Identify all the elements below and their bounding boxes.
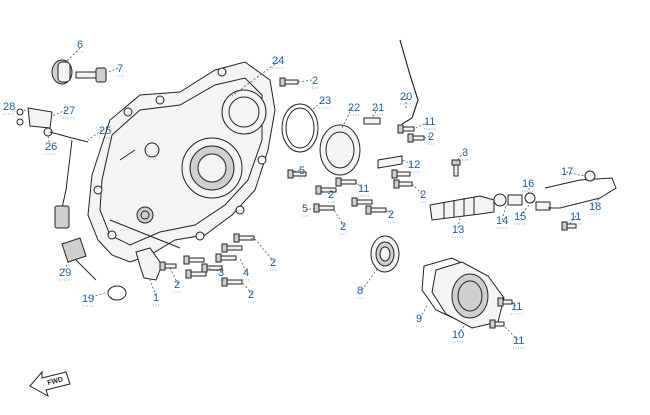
bolt [221,243,243,253]
callout-29[interactable]: 29 [59,267,71,279]
part-grommet [51,59,73,85]
callout-5[interactable]: 5 [299,165,305,177]
bolt [489,319,505,329]
bolt [185,269,207,279]
part-bearing [370,235,400,273]
bolt [497,297,513,307]
callout-23[interactable]: 23 [319,95,331,107]
callout-25[interactable]: 25 [99,125,111,137]
bolt [365,205,387,215]
part-sensor-bracket [16,107,89,229]
callout-4[interactable]: 4 [243,267,249,279]
callout-7[interactable]: 7 [117,63,123,75]
callout-5[interactable]: 5 [302,203,308,215]
callout-8[interactable]: 8 [357,285,363,297]
bolt [391,169,411,179]
callout-11[interactable]: 11 [513,335,524,347]
bolt [335,177,357,187]
fwd-arrow-icon [29,370,71,398]
callout-11[interactable]: 11 [358,183,369,195]
callout-11[interactable]: 11 [424,116,435,128]
part-flange-bolt [75,67,107,83]
callout-3[interactable]: 3 [462,147,468,159]
bolt [561,221,577,231]
callout-1[interactable]: 1 [153,292,159,304]
callout-2[interactable]: 2 [328,189,334,201]
callout-9[interactable]: 9 [416,313,422,325]
part-breather-hose [399,39,419,125]
callout-14[interactable]: 14 [496,215,508,227]
part-lower-bracket [135,247,163,281]
bolt [393,179,413,189]
callout-2[interactable]: 2 [312,75,318,87]
callout-6[interactable]: 6 [77,39,83,51]
bolt [221,277,243,287]
callout-2[interactable]: 2 [270,257,276,269]
callout-22[interactable]: 22 [348,102,360,114]
callout-2[interactable]: 2 [248,289,254,301]
callout-17[interactable]: 17 [561,166,573,178]
part-outer-cover [431,261,505,329]
part-clip [377,155,403,169]
callout-26[interactable]: 26 [45,141,57,153]
callout-2[interactable]: 2 [388,209,394,221]
callout-2[interactable]: 2 [174,279,180,291]
callout-21[interactable]: 21 [372,102,384,114]
callout-labels: 6 7 28 27 26 25 24 2 23 22 21 20 11 2 3 … [3,39,602,349]
callout-27[interactable]: 27 [63,105,75,117]
bolt [279,77,299,87]
callout-18[interactable]: 18 [589,201,601,213]
bolt [397,124,415,134]
callout-12[interactable]: 12 [408,159,420,171]
part-hose-fittings [493,192,551,211]
part-fitting [363,117,381,125]
callout-2[interactable]: 2 [428,131,434,143]
callout-10[interactable]: 10 [452,329,464,341]
part-seal-rings [281,103,361,176]
callout-16[interactable]: 16 [522,178,534,190]
callout-2[interactable]: 2 [420,189,426,201]
callout-15[interactable]: 15 [514,211,526,223]
fwd-label: FWD [47,376,64,387]
bolt [183,255,205,265]
part-dipstick [61,237,97,281]
callout-11[interactable]: 11 [511,301,522,313]
bolt [287,169,307,179]
bolt [233,233,255,243]
bolt [407,133,425,143]
part-pipe [544,170,617,209]
forward-direction-indicator: FWD [29,370,71,398]
bolt [159,261,177,271]
part-o-ring [107,285,127,301]
callout-28[interactable]: 28 [3,101,15,113]
bolt [313,203,335,213]
callout-11[interactable]: 11 [570,211,581,223]
bolt-set [159,77,577,329]
bolt [351,197,373,207]
bolt [451,159,461,177]
crankcase-cover [87,61,276,263]
callout-24[interactable]: 24 [272,55,284,67]
callout-3[interactable]: 3 [218,267,224,279]
callout-19[interactable]: 19 [82,293,94,305]
callout-20[interactable]: 20 [400,91,412,103]
callout-2[interactable]: 2 [340,221,346,233]
bolt [215,253,237,263]
part-boot [429,195,495,221]
callout-13[interactable]: 13 [452,224,464,236]
